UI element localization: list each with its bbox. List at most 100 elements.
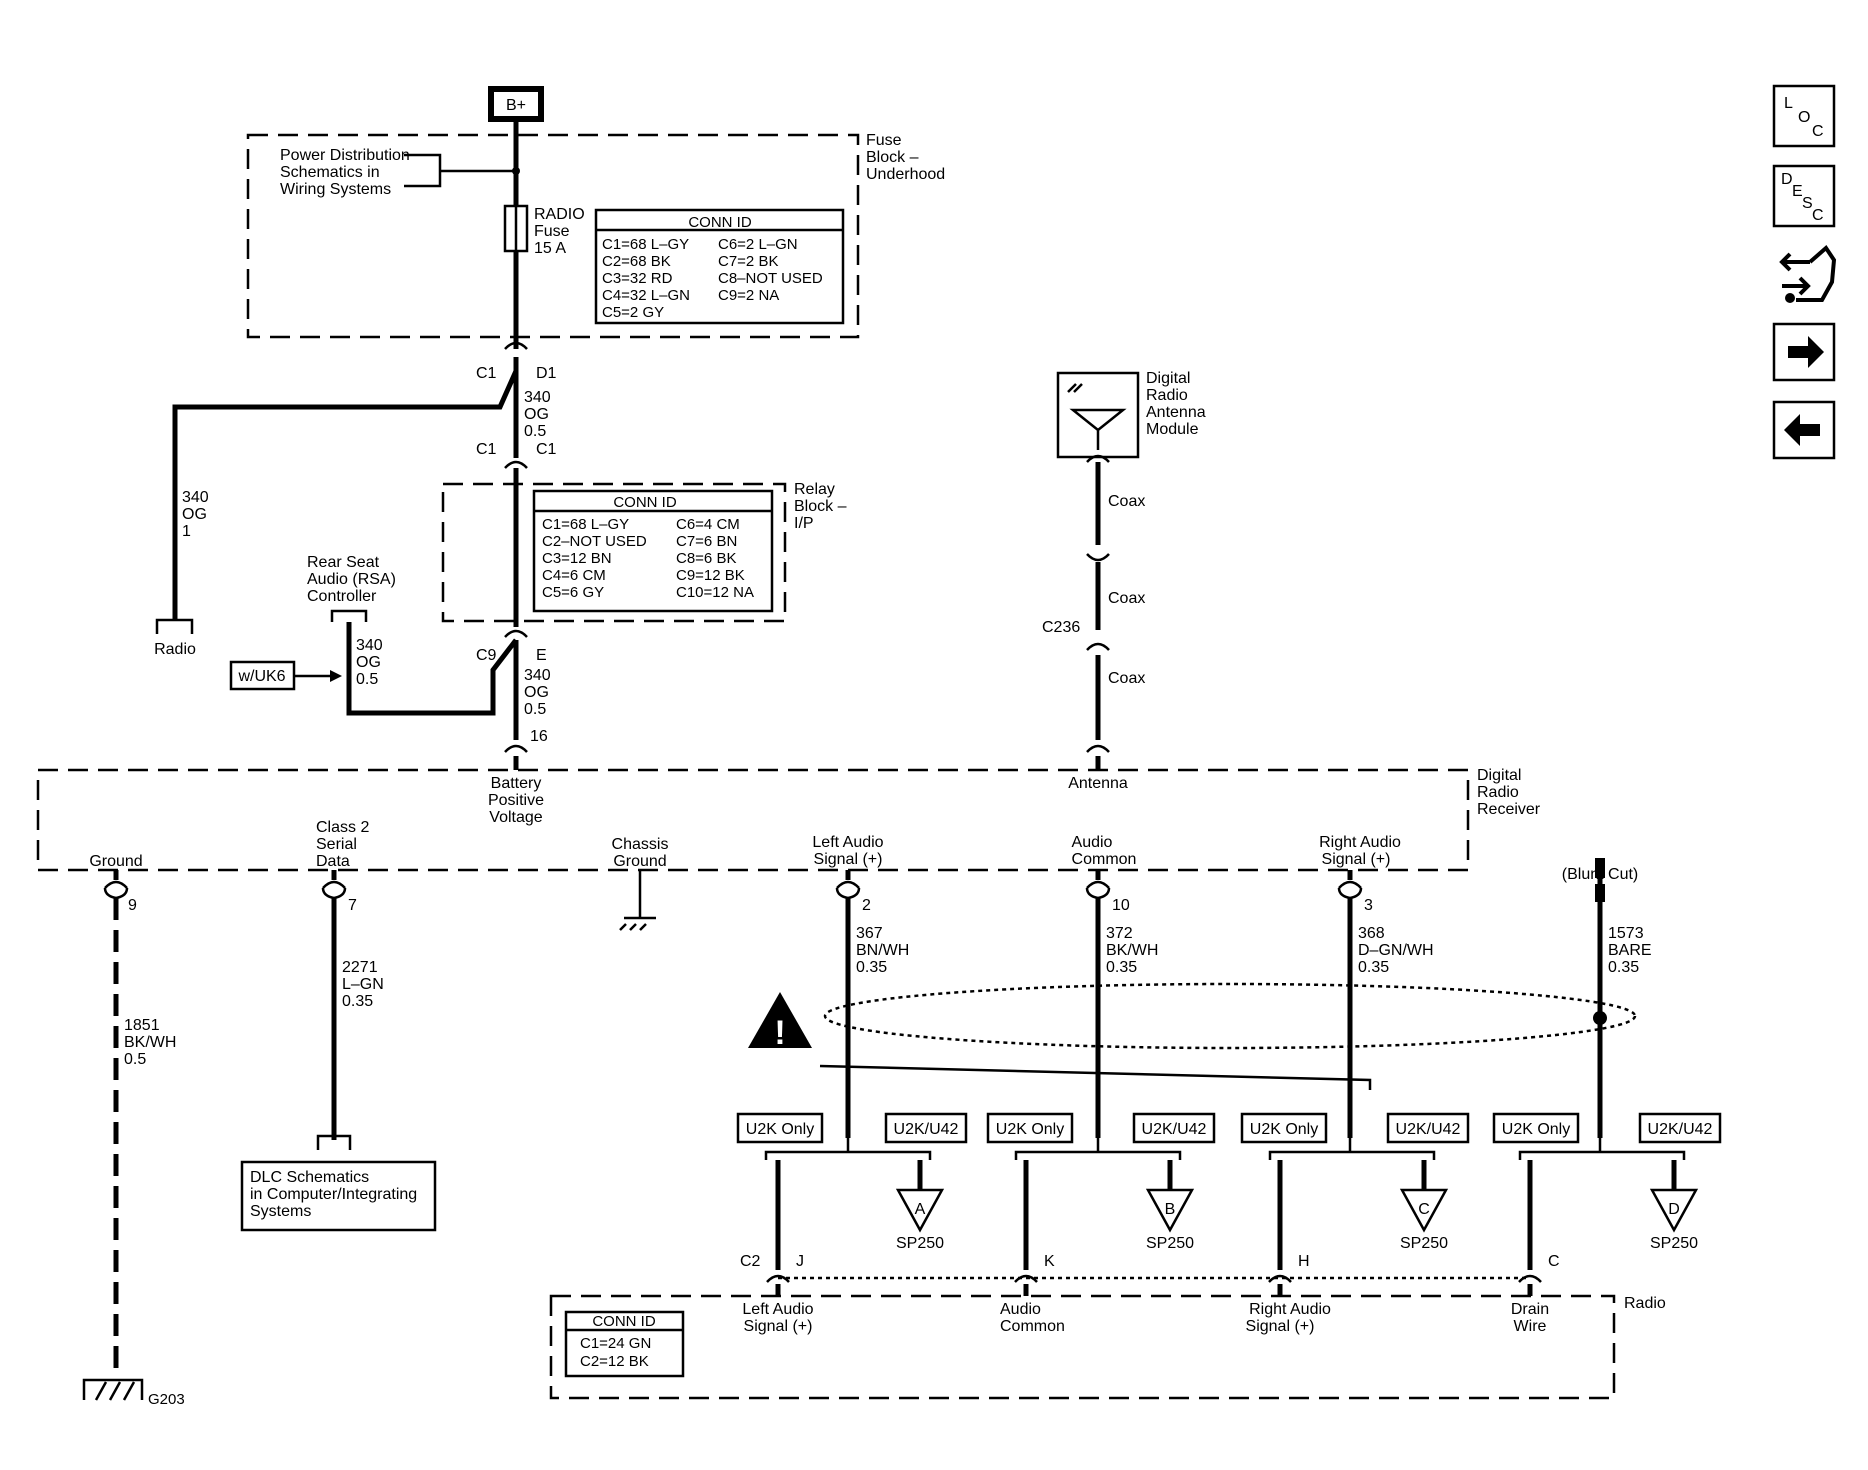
svg-text:C5=2 GY: C5=2 GY	[602, 304, 664, 321]
svg-text:U2K Only: U2K Only	[996, 1121, 1064, 1138]
svg-text:O: O	[1798, 109, 1810, 126]
svg-text:U2K Only: U2K Only	[746, 1121, 814, 1138]
svg-text:Coax: Coax	[1108, 493, 1145, 510]
svg-text:C9=2 NA: C9=2 NA	[718, 287, 779, 304]
svg-text:2: 2	[862, 897, 871, 914]
svg-text:Voltage: Voltage	[489, 809, 542, 826]
svg-text:E: E	[1792, 183, 1803, 200]
svg-text:Relay: Relay	[794, 481, 835, 498]
svg-text:Digital: Digital	[1477, 767, 1521, 784]
svg-text:0.5: 0.5	[356, 671, 378, 688]
option-left-u2k-only: U2K Only	[736, 1112, 824, 1144]
svg-text:Class 2: Class 2	[316, 819, 369, 836]
svg-text:G203: G203	[148, 1391, 185, 1408]
svg-text:H: H	[1298, 1253, 1310, 1270]
svg-text:16: 16	[530, 728, 548, 745]
svg-text:Left Audio: Left Audio	[742, 1301, 813, 1318]
svg-text:OG: OG	[524, 406, 549, 423]
svg-text:Signal (+): Signal (+)	[1322, 851, 1391, 868]
svg-text:Block –: Block –	[866, 149, 919, 166]
svg-text:Schematics in: Schematics in	[280, 164, 380, 181]
svg-text:340: 340	[356, 637, 383, 654]
svg-text:368: 368	[1358, 925, 1385, 942]
svg-text:DLC Schematics: DLC Schematics	[250, 1169, 369, 1186]
svg-text:SP250: SP250	[1400, 1235, 1448, 1252]
svg-text:!: !	[774, 1014, 785, 1052]
loc-button[interactable]: L O C	[1772, 84, 1836, 148]
svg-text:3: 3	[1364, 897, 1373, 914]
svg-text:372: 372	[1106, 925, 1133, 942]
svg-text:C7=2 BK: C7=2 BK	[718, 253, 778, 270]
svg-text:Right Audio: Right Audio	[1319, 834, 1401, 851]
svg-text:C1=68 L–GY: C1=68 L–GY	[542, 516, 629, 533]
svg-text:D: D	[1668, 1201, 1680, 1218]
svg-text:Radio: Radio	[154, 641, 196, 658]
svg-text:1573: 1573	[1608, 925, 1644, 942]
svg-text:Drain: Drain	[1511, 1301, 1549, 1318]
svg-text:C236: C236	[1042, 619, 1080, 636]
svg-text:U2K/U42: U2K/U42	[894, 1121, 959, 1138]
option-drain-u2k-u42: U2K/U42	[1638, 1112, 1722, 1144]
option-tag-uk6: w/UK6	[229, 660, 342, 691]
svg-text:340: 340	[524, 389, 551, 406]
fuse-block-underhood: Fuse Block – Underhood Power Distributio…	[246, 132, 945, 339]
radio-terminal	[155, 618, 194, 634]
svg-text:J: J	[796, 1253, 804, 1270]
arrow-left-icon[interactable]	[1772, 400, 1836, 460]
option-drain-u2k-only: U2K Only	[1492, 1112, 1580, 1144]
connector-swap-icon[interactable]	[1779, 244, 1837, 303]
receiver-output-pins: 9 7 2 10 3	[103, 870, 1373, 914]
svg-text:C1: C1	[476, 441, 497, 458]
b-plus-terminal: B+	[488, 86, 544, 122]
svg-text:0.35: 0.35	[856, 959, 887, 976]
radio-component: Radio Left Audio Signal (+) Audio Common…	[549, 1294, 1666, 1400]
svg-text:D–GN/WH: D–GN/WH	[1358, 942, 1434, 959]
svg-text:Receiver: Receiver	[1477, 801, 1541, 818]
svg-text:C3=32 RD: C3=32 RD	[602, 270, 673, 287]
svg-text:Positive: Positive	[488, 792, 544, 809]
option-right-u2k-u42: U2K/U42	[1386, 1112, 1470, 1144]
svg-text:Data: Data	[316, 853, 350, 870]
arrow-right-icon[interactable]	[1772, 322, 1836, 382]
svg-text:C5=6 GY: C5=6 GY	[542, 584, 604, 601]
svg-text:C1: C1	[536, 441, 557, 458]
svg-text:SP250: SP250	[896, 1235, 944, 1252]
svg-text:2271: 2271	[342, 959, 378, 976]
svg-text:Controller: Controller	[307, 588, 377, 605]
svg-text:0.5: 0.5	[524, 423, 546, 440]
svg-text:Audio: Audio	[1000, 1301, 1041, 1318]
svg-text:Ground: Ground	[89, 853, 142, 870]
desc-button[interactable]: D E S C	[1772, 164, 1836, 228]
svg-text:Underhood: Underhood	[866, 166, 945, 183]
svg-text:OG: OG	[182, 506, 207, 523]
svg-text:15 A: 15 A	[534, 240, 566, 257]
svg-text:in Computer/Integrating: in Computer/Integrating	[250, 1186, 417, 1203]
svg-text:Systems: Systems	[250, 1203, 311, 1220]
shielded-cable-ellipse	[823, 982, 1637, 1050]
svg-text:BK/WH: BK/WH	[1106, 942, 1158, 959]
svg-text:340: 340	[182, 489, 209, 506]
svg-text:BN/WH: BN/WH	[856, 942, 909, 959]
svg-text:1851: 1851	[124, 1017, 160, 1034]
svg-text:0.5: 0.5	[124, 1051, 146, 1068]
svg-text:C2=12 BK: C2=12 BK	[580, 1353, 649, 1370]
svg-text:Radio: Radio	[1477, 784, 1519, 801]
svg-text:C: C	[1812, 123, 1824, 140]
svg-text:Signal (+): Signal (+)	[744, 1318, 813, 1335]
svg-text:C: C	[1812, 207, 1824, 224]
svg-text:L: L	[1784, 95, 1793, 112]
nav-buttons: L O C D E S C	[1772, 84, 1837, 460]
svg-text:RADIO: RADIO	[534, 206, 585, 223]
svg-text:BK/WH: BK/WH	[124, 1034, 176, 1051]
svg-text:w/UK6: w/UK6	[237, 668, 285, 685]
svg-text:Rear Seat: Rear Seat	[307, 554, 380, 571]
svg-text:Common: Common	[1072, 851, 1137, 868]
svg-text:K: K	[1044, 1253, 1055, 1270]
svg-text:U2K/U42: U2K/U42	[1648, 1121, 1713, 1138]
svg-text:367: 367	[856, 925, 883, 942]
svg-text:Fuse: Fuse	[534, 223, 570, 240]
option-split-branches	[764, 1138, 1686, 1270]
svg-text:C2–NOT USED: C2–NOT USED	[542, 533, 647, 550]
svg-text:Signal (+): Signal (+)	[814, 851, 883, 868]
svg-text:U2K/U42: U2K/U42	[1142, 1121, 1207, 1138]
